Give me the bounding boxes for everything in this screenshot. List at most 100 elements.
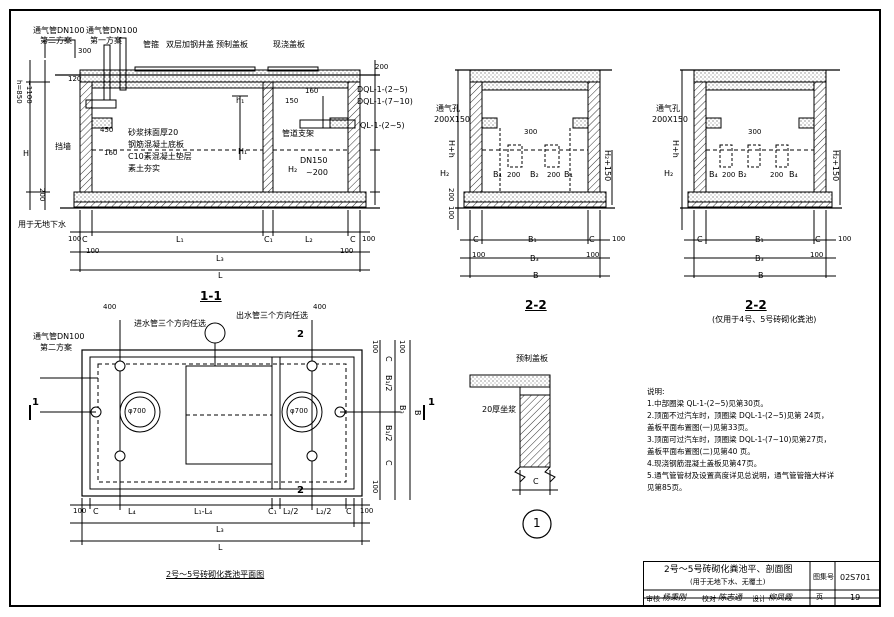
section-1-1-drawing <box>26 37 380 272</box>
s22a-dim-H2: H₂ <box>440 169 450 178</box>
s22a-C-a: C <box>473 235 479 244</box>
sign-label-design: 设计 <box>752 595 766 603</box>
callout-option-2: 第二方案 <box>40 36 72 45</box>
plan-B1-half-a: B₁/2 <box>384 375 393 392</box>
notes-block: 说明: 1.中部圈梁 QL-1-(2~5)见第30页。 2.顶面不过汽车时，顶圈… <box>647 386 879 494</box>
dim-C-a: C <box>82 235 88 244</box>
s22b-C-a: C <box>697 235 703 244</box>
dim-C1: C₁ <box>264 235 273 244</box>
section-2-2-a-drawing <box>455 69 615 278</box>
note-item-3: 3.顶面可过汽车时，顶圈梁 DQL-1-(7~10)见第27页， <box>647 435 831 444</box>
label-retaining-wall: 挡墙 <box>55 142 71 151</box>
plan-cut-1-right: 1 <box>428 397 435 408</box>
s22b-dim-H2-150: H₂+150 <box>831 150 840 182</box>
dim-100-b: 100 <box>362 235 376 243</box>
plan-diam-b: φ700 <box>290 407 308 415</box>
dim-300: 300 <box>78 47 92 55</box>
label-dql-2-5: DQL-1-(2~5) <box>357 85 408 94</box>
s22b-100: 100 <box>838 235 852 243</box>
material-c10-cushion: C10素混凝土垫层 <box>128 152 192 161</box>
plan-cut-2-bottom: 2 <box>297 485 304 496</box>
dim-H: H <box>23 149 30 158</box>
s22a-B: B <box>533 271 539 280</box>
dim-L1: L₁ <box>176 235 184 244</box>
title-block <box>643 561 879 605</box>
label-dql-7-10: DQL-1-(7~10) <box>357 97 413 106</box>
title-block-lines <box>643 561 879 605</box>
plan-dim-L: L <box>218 543 223 552</box>
note-item-5: 5.通气管管材及设置高度详见总说明，通气管管箍大样详 <box>647 471 835 480</box>
s22a-100-b: 100 <box>586 251 600 259</box>
section-2-2-b-drawing <box>680 69 842 278</box>
s22b-200-b: 200 <box>770 171 784 179</box>
note-item-2b: 盖板平面布置图(一)见第33页。 <box>647 423 753 432</box>
dim-100-d: 100 <box>340 247 354 255</box>
plan-100-c: 100 <box>398 340 406 354</box>
label-200: ~200 <box>306 168 328 177</box>
dim-150: 150 <box>285 97 299 105</box>
s22b-B1: B₁ <box>755 235 764 244</box>
plan-dim-100-b: 100 <box>360 507 374 515</box>
sign-label-check: 校对 <box>702 595 716 603</box>
dim-L2: L₂ <box>305 235 313 244</box>
s22b-200-a: 200 <box>722 171 736 179</box>
s22b-100-b: 100 <box>810 251 824 259</box>
plan-title: 2号～5号砖砌化粪池平面图 <box>166 570 265 579</box>
s22a-dim-100: 100 <box>447 206 455 220</box>
plan-B1-half-b: B₁/2 <box>384 425 393 442</box>
drawing-title: 2号～5号砖砌化粪池平、剖面图 <box>664 565 793 575</box>
s22b-vent-hole: 通气孔 <box>656 104 680 113</box>
dim-120: 120 <box>68 75 82 83</box>
label-pipe-support: 管道支架 <box>282 129 314 138</box>
plan-dim-C-b: C <box>346 507 352 516</box>
drawing-subtitle: (用于无地下水、无覆土) <box>690 578 766 586</box>
plan-100-b: 100 <box>371 480 379 494</box>
section-2-2-b-subtitle: (仅用于4号、5号砖砌化粪池) <box>712 315 817 324</box>
plan-dim-100-a: 100 <box>73 507 87 515</box>
plan-400-b: 400 <box>313 303 327 311</box>
callout-vent-pipe-1: 通气管DN100 <box>86 26 138 35</box>
detail-number: 1 <box>533 516 541 530</box>
dim-H2: H₂ <box>288 165 298 174</box>
s22a-300: 300 <box>524 128 538 136</box>
s22b-300: 300 <box>748 128 762 136</box>
callout-option-1: 第一方案 <box>90 36 122 45</box>
s22a-100-c: 100 <box>612 235 626 243</box>
plan-100-a: 100 <box>371 340 379 354</box>
section-2-2-b-title: 2-2 <box>745 298 767 312</box>
plan-vent-pipe: 通气管DN100 <box>33 332 85 341</box>
section-1-1-title: 1-1 <box>200 289 222 303</box>
dim-h-850: h=850 <box>15 80 23 104</box>
dim-100-c: 100 <box>86 247 100 255</box>
s22b-B4-b: B₄ <box>789 170 798 179</box>
detail-1-drawing <box>469 374 558 539</box>
dim-h1: h₁ <box>236 96 245 105</box>
s22a-dim-Hh: H+h <box>447 140 456 158</box>
detail-dim-C: C <box>533 477 539 486</box>
plan-dim-L3: L₃ <box>216 525 224 534</box>
plan-C-bottom: C <box>384 460 393 466</box>
callout-double-cover: 双层加钢井盖 <box>166 40 214 49</box>
plan-cut-2-top: 2 <box>297 329 304 340</box>
dim-1100: ~1100 <box>25 80 33 104</box>
callout-castinplace-cover: 现浇盖板 <box>273 40 305 49</box>
notes-heading: 说明: <box>647 387 665 396</box>
s22a-B2: B₂ <box>530 170 539 179</box>
callout-precast-cover: 预制盖板 <box>216 40 248 49</box>
s22a-dim-H2-150: H₂+150 <box>603 150 612 182</box>
dim-H1: H₁ <box>238 147 248 156</box>
label-ql-2-5: QL-1-(2~5) <box>360 121 405 130</box>
plan-diam-a: φ700 <box>128 407 146 415</box>
callout-vent-pipe-2: 通气管DN100 <box>33 26 85 35</box>
s22a-B3: B₃ <box>530 254 539 263</box>
note-item-4: 4.现浇钢筋混凝土盖板见第47页。 <box>647 459 762 468</box>
plan-C-top: C <box>384 356 393 362</box>
plan-option-2: 第二方案 <box>40 343 72 352</box>
dim-450: 450 <box>100 126 114 134</box>
s22a-B4-a: B₄ <box>493 170 502 179</box>
plan-dim-L4: L₄ <box>128 507 136 516</box>
detail-mortar-bed: 20厚坐浆 <box>482 405 517 414</box>
s22b-dim-H2: H₂ <box>664 169 674 178</box>
note-item-3b: 盖板平面布置图(二)见第40 页。 <box>647 447 755 456</box>
